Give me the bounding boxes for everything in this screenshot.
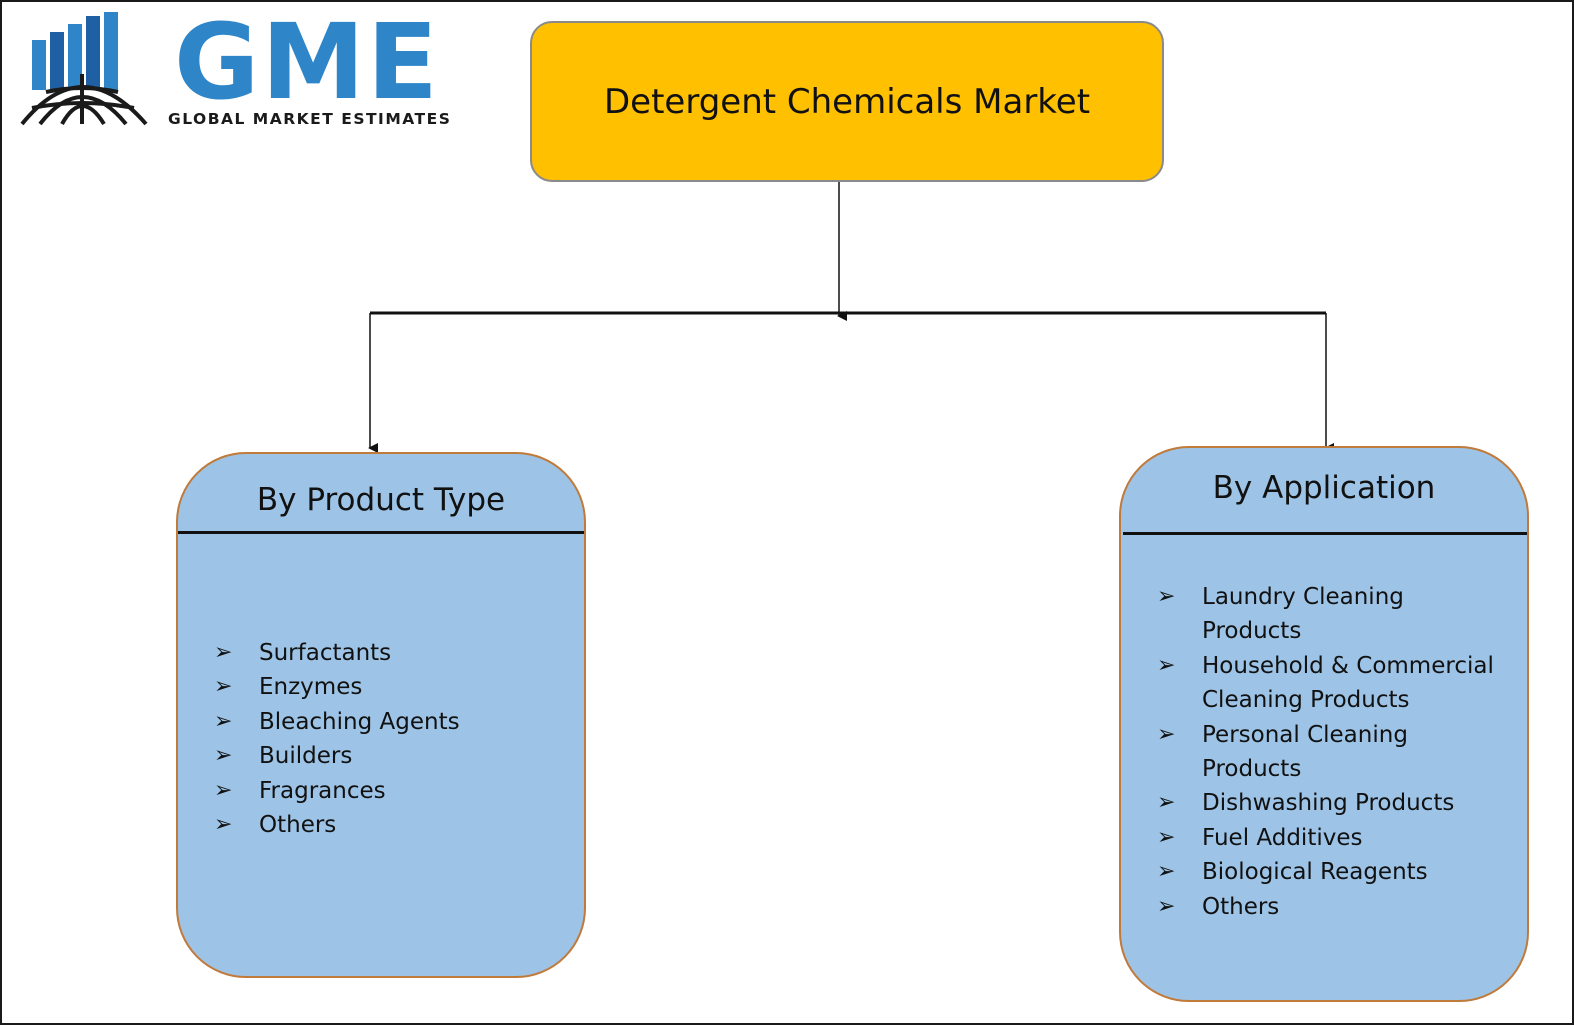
logo-tagline: GLOBAL MARKET ESTIMATES — [168, 110, 452, 128]
root-node: Detergent Chemicals Market — [530, 21, 1164, 182]
logo-bar — [68, 24, 82, 90]
logo-bar — [32, 40, 46, 90]
list-item: ➢Dishwashing Products — [1157, 786, 1497, 820]
branch-item-list: ➢Surfactants ➢Enzymes ➢Bleaching Agents … — [214, 636, 574, 842]
list-item: ➢Bleaching Agents — [214, 705, 574, 739]
logo-wordmark: GME — [174, 1, 440, 123]
arrow-bullet-icon: ➢ — [214, 777, 233, 803]
arrow-bullet-icon: ➢ — [1157, 652, 1176, 678]
arrow-bullet-icon: ➢ — [214, 812, 233, 838]
root-node-label: Detergent Chemicals Market — [603, 81, 1091, 122]
list-item: ➢Builders — [214, 739, 574, 773]
branch-title: By Application — [1212, 470, 1436, 506]
list-item: ➢Others — [214, 808, 574, 842]
list-item: ➢Fragrances — [214, 774, 574, 808]
branch-title: By Product Type — [256, 482, 506, 518]
arrow-bullet-icon: ➢ — [1157, 859, 1176, 885]
branch-product-type: By Product Type ➢Surfactants ➢Enzymes ➢B… — [176, 452, 586, 978]
list-item: ➢Personal Cleaning Products — [1157, 718, 1497, 787]
arrow-bullet-icon: ➢ — [214, 674, 233, 700]
list-item: ➢Surfactants — [214, 636, 574, 670]
branch-divider — [1123, 532, 1527, 535]
logo-bar — [50, 32, 64, 90]
list-item: ➢Enzymes — [214, 670, 574, 704]
arrow-bullet-icon: ➢ — [1157, 721, 1176, 747]
arrow-bullet-icon: ➢ — [1157, 893, 1176, 919]
arrow-bullet-icon: ➢ — [1157, 584, 1176, 609]
branch-application: By Application ➢Laundry Cleaning Product… — [1119, 446, 1529, 1002]
branch-item-list: ➢Laundry Cleaning Products ➢Household & … — [1157, 580, 1497, 924]
arrow-bullet-icon: ➢ — [214, 743, 233, 769]
list-item: ➢Laundry Cleaning Products — [1157, 580, 1497, 649]
arrow-bullet-icon: ➢ — [214, 708, 233, 734]
arrow-bullet-icon: ➢ — [214, 640, 233, 665]
list-item: ➢Others — [1157, 890, 1497, 924]
logo-bar — [104, 12, 118, 90]
list-item: ➢Household & Commercial Cleaning Product… — [1157, 649, 1497, 718]
gme-logo: GME GLOBAL MARKET ESTIMATES — [18, 10, 490, 130]
list-item: ➢Fuel Additives — [1157, 821, 1497, 855]
globe-bars-icon — [20, 12, 148, 126]
logo-bar — [86, 16, 100, 90]
list-item: ➢Biological Reagents — [1157, 855, 1497, 889]
arrow-bullet-icon: ➢ — [1157, 824, 1176, 850]
logo-globe — [20, 74, 148, 126]
arrow-bullet-icon: ➢ — [1157, 790, 1176, 816]
branch-divider — [178, 531, 584, 534]
